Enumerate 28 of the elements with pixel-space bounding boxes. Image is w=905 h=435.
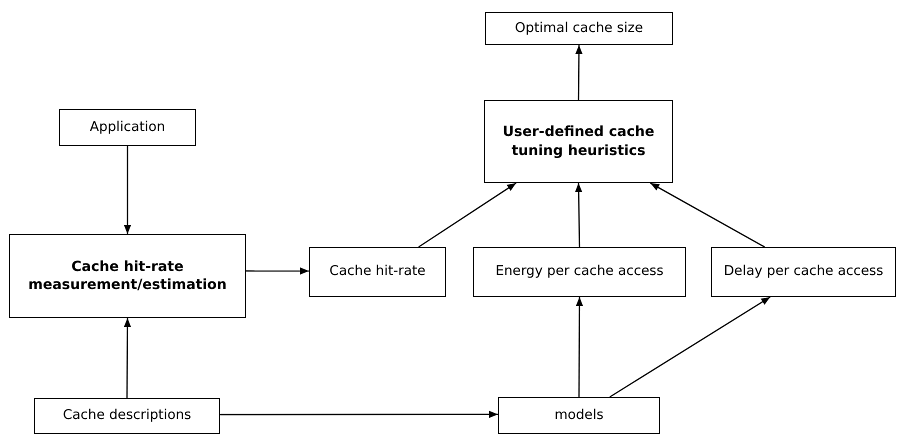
- box-label: Cache descriptions: [62, 407, 192, 425]
- process-box: [34, 398, 220, 434]
- process-box: [498, 397, 660, 434]
- process-box: [485, 12, 673, 45]
- process-box: [309, 247, 446, 297]
- process-box: [9, 234, 246, 318]
- arrow: [124, 146, 132, 234]
- arrow: [575, 45, 583, 100]
- box-label: Application: [88, 118, 166, 136]
- arrow: [246, 267, 309, 275]
- box-label: Cache hit-rate measurement/estimation: [27, 258, 228, 294]
- arrow: [609, 296, 771, 398]
- process-box: [711, 247, 896, 297]
- arrow: [575, 182, 582, 248]
- arrow: [124, 318, 132, 398]
- process-box: [484, 100, 673, 183]
- process-box: [473, 247, 686, 297]
- arrow: [220, 410, 498, 418]
- box-label: Delay per cache access: [722, 263, 884, 281]
- arrow: [418, 182, 516, 248]
- arrow: [576, 297, 584, 397]
- process-box: [59, 109, 196, 146]
- box-label: Energy per cache access: [494, 263, 665, 281]
- box-label: models: [553, 406, 605, 424]
- box-label: Cache hit-rate: [328, 263, 427, 281]
- arrow: [650, 182, 765, 248]
- box-label: Optimal cache size: [514, 20, 644, 38]
- box-label: User-defined cache tuning heuristics: [502, 123, 656, 160]
